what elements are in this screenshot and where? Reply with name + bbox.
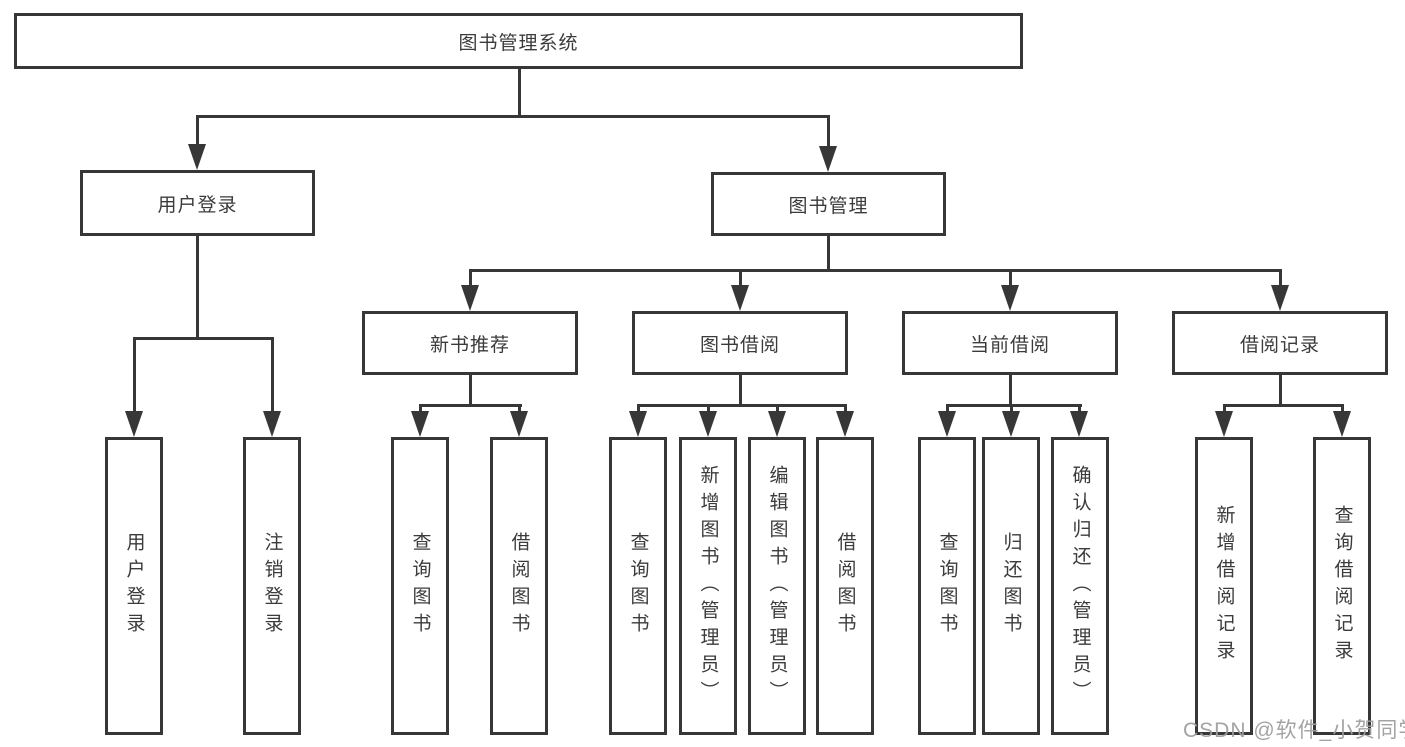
connector-vline [271, 337, 274, 413]
arrowhead-down-icon [938, 411, 956, 437]
connector-vline [419, 404, 422, 413]
connector-vline [518, 404, 521, 413]
node-label: 查询借阅记录 [1331, 505, 1353, 667]
connector-vline [844, 404, 847, 413]
node-label: 归还图书 [1000, 532, 1022, 640]
connector-vline [469, 269, 472, 287]
node-label: 确认归还（管理员） [1069, 464, 1091, 708]
connector-hline [637, 404, 847, 407]
connector-vline [1078, 404, 1081, 413]
node-borrow-books-action: 借阅图书 [816, 437, 874, 735]
arrowhead-down-icon [125, 411, 143, 437]
connector-vline [1009, 269, 1012, 287]
node-current-query-books: 查询图书 [918, 437, 976, 735]
node-label: 查询图书 [627, 532, 649, 640]
node-query-borrow-records: 查询借阅记录 [1313, 437, 1371, 735]
node-recommend-borrow-books: 借阅图书 [490, 437, 548, 735]
arrowhead-down-icon [768, 411, 786, 437]
node-add-books-admin: 新增图书（管理员） [679, 437, 737, 735]
connector-hline [946, 404, 1082, 407]
node-book-borrowing: 图书借阅 [632, 311, 848, 375]
node-edit-books-admin: 编辑图书（管理员） [748, 437, 806, 735]
node-confirm-return-admin: 确认归还（管理员） [1051, 437, 1109, 735]
connector-vline [1279, 269, 1282, 287]
node-user-login: 用户登录 [80, 170, 315, 236]
arrowhead-down-icon [1333, 411, 1351, 437]
connector-vline [707, 404, 710, 413]
connector-hline [419, 404, 522, 407]
connector-hline [133, 337, 274, 340]
csdn-watermark: CSDN @软件_小贺同学 [1183, 719, 1405, 742]
connector-vline [776, 404, 779, 413]
arrowhead-down-icon [188, 144, 206, 170]
arrowhead-down-icon [263, 411, 281, 437]
node-recommend-query-books: 查询图书 [391, 437, 449, 735]
connector-vline [518, 69, 521, 118]
arrowhead-down-icon [461, 285, 479, 311]
connector-vline [133, 337, 136, 413]
connector-vline [1223, 404, 1226, 413]
connector-vline [1009, 375, 1012, 407]
node-logout-action: 注销登录 [243, 437, 301, 735]
node-label: 查询图书 [936, 532, 958, 640]
connector-vline [469, 375, 472, 407]
node-label: 用户登录 [123, 532, 145, 640]
arrowhead-down-icon [1070, 411, 1088, 437]
node-label: 查询图书 [409, 532, 431, 640]
connector-hline [196, 115, 830, 118]
connector-hline [1223, 404, 1344, 407]
arrowhead-down-icon [731, 285, 749, 311]
connector-vline [827, 115, 830, 148]
node-label: 新增借阅记录 [1213, 505, 1235, 667]
connector-vline [827, 236, 830, 272]
arrowhead-down-icon [836, 411, 854, 437]
node-label: 借阅图书 [834, 532, 856, 640]
node-borrowing-records: 借阅记录 [1172, 311, 1388, 375]
node-label: 借阅图书 [508, 532, 530, 640]
arrowhead-down-icon [1001, 285, 1019, 311]
node-label: 注销登录 [261, 532, 283, 640]
connector-vline [946, 404, 949, 413]
node-add-borrow-record: 新增借阅记录 [1195, 437, 1253, 735]
connector-vline [739, 269, 742, 287]
node-return-books: 归还图书 [982, 437, 1040, 735]
node-label: 新增图书（管理员） [697, 464, 719, 708]
connector-vline [196, 236, 199, 340]
connector-vline [1279, 375, 1282, 407]
node-library-management-system: 图书管理系统 [14, 13, 1023, 69]
arrowhead-down-icon [629, 411, 647, 437]
connector-vline [637, 404, 640, 413]
arrowhead-down-icon [819, 146, 837, 172]
arrowhead-down-icon [699, 411, 717, 437]
arrowhead-down-icon [1271, 285, 1289, 311]
arrowhead-down-icon [411, 411, 429, 437]
node-user-login-action: 用户登录 [105, 437, 163, 735]
node-borrowing-query-books: 查询图书 [609, 437, 667, 735]
connector-hline [469, 269, 1282, 272]
connector-vline [1010, 404, 1013, 413]
connector-vline [739, 375, 742, 407]
node-new-book-recommend: 新书推荐 [362, 311, 578, 375]
node-current-borrowing: 当前借阅 [902, 311, 1118, 375]
arrowhead-down-icon [1002, 411, 1020, 437]
connector-vline [196, 115, 199, 146]
connector-vline [1341, 404, 1344, 413]
node-book-management: 图书管理 [711, 172, 946, 236]
arrowhead-down-icon [1215, 411, 1233, 437]
arrowhead-down-icon [510, 411, 528, 437]
node-label: 编辑图书（管理员） [766, 464, 788, 708]
